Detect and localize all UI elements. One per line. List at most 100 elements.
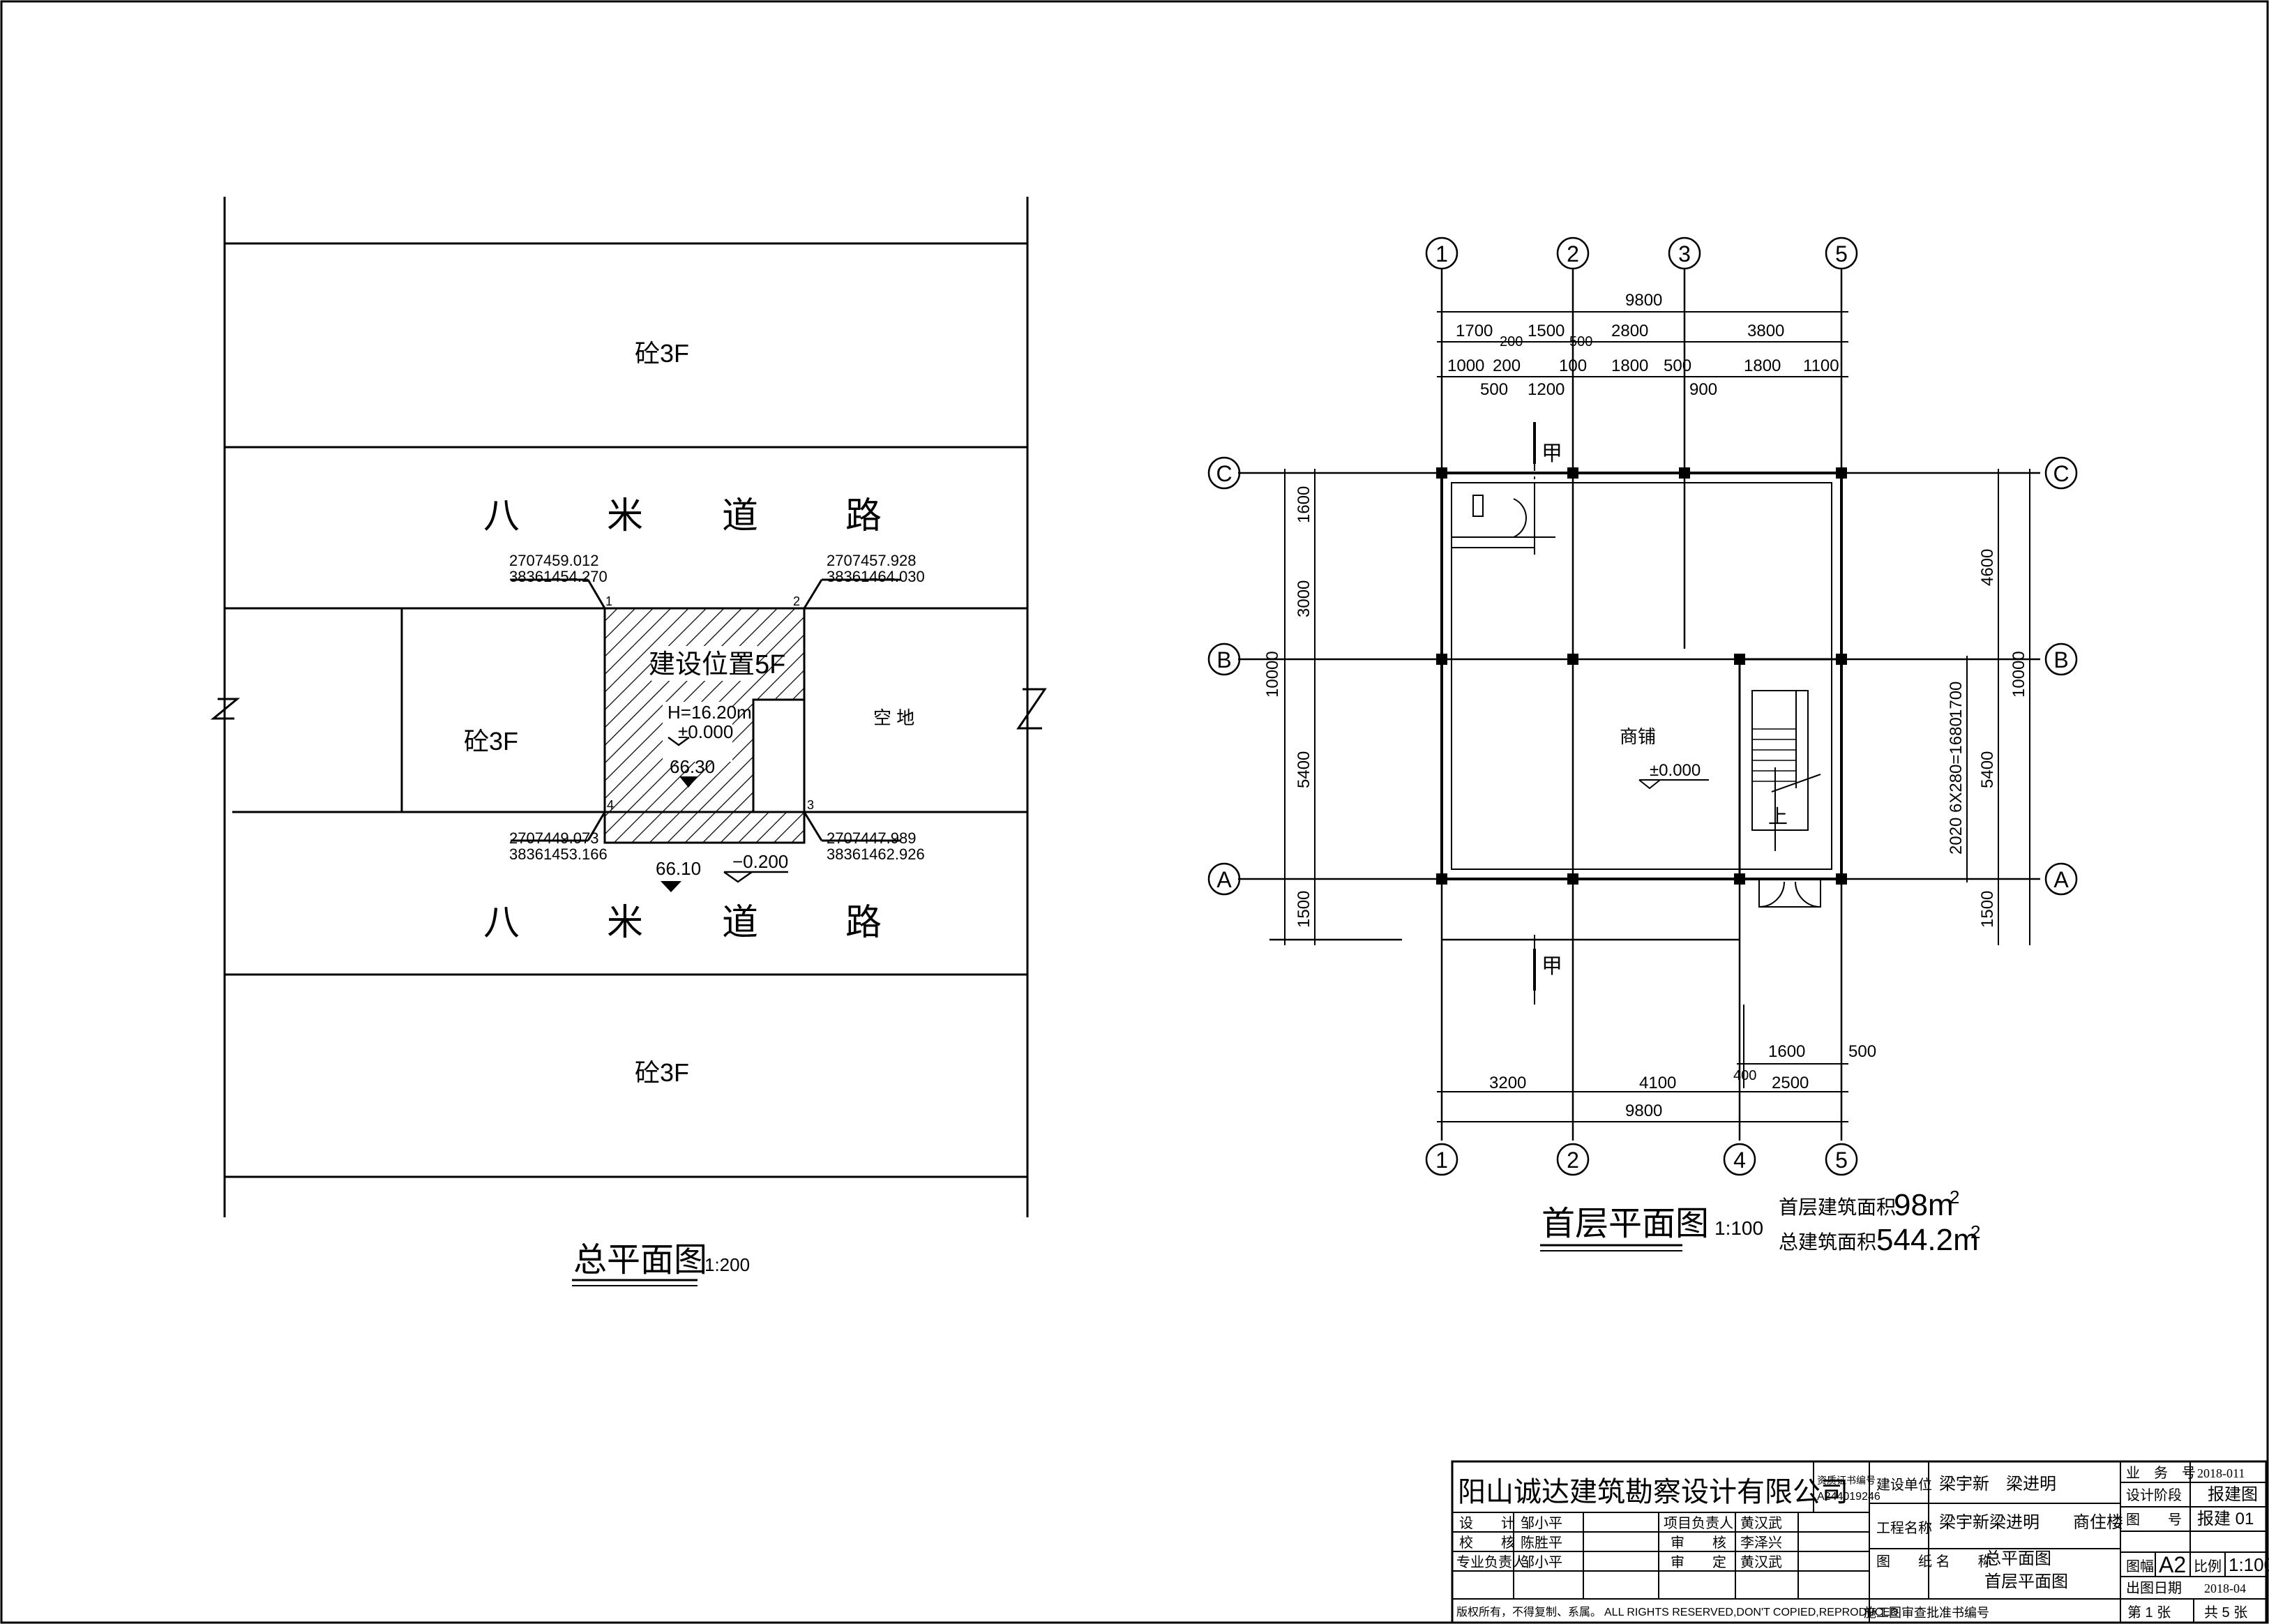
site-bottom-block: 砼3F xyxy=(635,1058,689,1087)
section-mark-top: 甲 xyxy=(1541,442,1562,465)
axis-right-b: B xyxy=(2053,647,2068,672)
biz-label: 业 务 号 xyxy=(2126,1465,2196,1481)
copyright-cn: 版权所有，不得复制、系属。 xyxy=(1456,1606,1601,1618)
site-height-label: H=16.20m xyxy=(668,702,752,723)
dim-bottom-3200: 3200 xyxy=(1489,1074,1526,1092)
site-left-block: 砼3F xyxy=(464,727,518,755)
floor-plan-scale: 1:100 xyxy=(1714,1217,1763,1239)
coord-4-b: 38361453.166 xyxy=(509,845,608,863)
site-plan: 砼3F 八 米 道 路 八 米 道 路 砼3F 砼3F 空 地 建设位置5F H… xyxy=(210,197,1047,1286)
axis-top-5: 5 xyxy=(1835,241,1848,266)
coord-4-n: 4 xyxy=(607,798,614,812)
dim-top-r2-5: 500 xyxy=(1664,356,1691,375)
dim-right-outer: 10000 xyxy=(2010,651,2028,698)
coord-4-a: 2707449.073 xyxy=(509,829,598,847)
stair-up-label: 上 xyxy=(1768,806,1788,827)
project-lead-label: 项目负责人 xyxy=(1664,1515,1733,1531)
dim-top-r1-4: 500 xyxy=(1569,334,1592,349)
road-upper-char-4: 路 xyxy=(845,496,882,536)
dim-top-r2-2: 200 xyxy=(1493,356,1521,375)
dim-top-r2-4: 1800 xyxy=(1611,356,1648,375)
dim-left-outer: 10000 xyxy=(1263,651,1282,698)
road-lower-char-3: 道 xyxy=(722,903,758,943)
area-2-value: 544.2m xyxy=(1876,1223,1979,1257)
design-name: 邹小平 xyxy=(1521,1515,1562,1531)
coord-2-a: 2707457.928 xyxy=(827,552,916,569)
dim-bottom-1600: 1600 xyxy=(1768,1042,1805,1061)
dim-left-5400: 5400 xyxy=(1295,751,1313,788)
size-value: A2 xyxy=(2159,1552,2186,1577)
client-label: 建设单位 xyxy=(1876,1477,1932,1493)
road-upper-char-2: 米 xyxy=(607,496,643,536)
dim-top-total: 9800 xyxy=(1625,291,1662,310)
coord-1-b: 38361454.270 xyxy=(509,568,608,585)
dim-bottom-400: 400 xyxy=(1733,1068,1756,1083)
dim-bottom-4100: 4100 xyxy=(1639,1074,1676,1092)
road-lower-char-2: 米 xyxy=(607,903,643,943)
axis-top-1: 1 xyxy=(1435,241,1448,266)
project-lead-name: 黄汉武 xyxy=(1740,1515,1782,1531)
company-name: 阳山诚达建筑勘察设计有限公司 xyxy=(1458,1477,1848,1508)
axis-bubbles-bottom: 1 2 4 5 xyxy=(1425,1143,1858,1176)
approve-label: 审 定 xyxy=(1671,1554,1726,1570)
coord-3-b: 38361462.926 xyxy=(827,845,925,863)
dim-right-4600: 4600 xyxy=(1978,549,1997,586)
drawing-name-2: 首层平面图 xyxy=(1984,1572,2068,1591)
dim-top-r1-3: 1500 xyxy=(1528,322,1565,340)
review-label: 审 核 xyxy=(1671,1535,1726,1551)
site-building-label: 建设位置5F xyxy=(649,650,785,679)
site-top-block: 砼3F xyxy=(635,339,689,368)
check-name: 陈胜平 xyxy=(1521,1535,1562,1551)
drawing-no-label: 图 号 xyxy=(2126,1512,2182,1528)
major-label: 专业负责人 xyxy=(1456,1554,1526,1570)
axis-left-b: B xyxy=(1216,647,1231,672)
dim-left-1600: 1600 xyxy=(1295,486,1313,523)
site-floor-level: ±0.000 xyxy=(678,721,733,742)
area-1-label: 首层建筑面积 xyxy=(1779,1196,1896,1218)
axis-right-a: A xyxy=(2053,867,2069,892)
dim-bottom-500: 500 xyxy=(1848,1042,1876,1061)
area-2-unit-sup: 2 xyxy=(1970,1221,1980,1242)
coord-2-n: 2 xyxy=(793,594,800,608)
dim-top-r2-3: 100 xyxy=(1559,356,1587,375)
stage-value: 报建图 xyxy=(2208,1485,2258,1504)
design-label: 设 计 xyxy=(1459,1515,1515,1531)
site-plan-title: 总平面图 xyxy=(573,1242,707,1279)
axis-top-2: 2 xyxy=(1567,241,1579,266)
drawing-no-value: 报建 01 xyxy=(2197,1510,2254,1528)
approve-name: 黄汉武 xyxy=(1740,1554,1782,1570)
dim-right-5400: 5400 xyxy=(1978,751,1997,788)
dim-stair-1700: 1700 xyxy=(1947,682,1966,719)
dim-stair-2020: 2020 xyxy=(1947,818,1966,855)
coord-2-b: 38361464.030 xyxy=(827,568,925,585)
floor-level: ±0.000 xyxy=(1650,761,1701,780)
dim-top-r1-2: 200 xyxy=(1500,334,1523,349)
title-block: 阳山诚达建筑勘察设计有限公司 资质证书编号 A244019246 设 计 邹小平… xyxy=(1451,1460,2269,1624)
date-label: 出图日期 xyxy=(2126,1580,2182,1596)
ratio-label: 比例 xyxy=(2194,1558,2222,1574)
dim-top-r1-5: 2800 xyxy=(1611,322,1648,340)
axis-right-c: C xyxy=(2053,461,2069,486)
dim-bottom-total: 9800 xyxy=(1625,1102,1662,1120)
coord-3-n: 3 xyxy=(807,798,814,812)
major-name: 邹小平 xyxy=(1521,1554,1562,1570)
dim-stair-treads: 6X280=1680 xyxy=(1947,717,1966,813)
site-plan-scale: 1:200 xyxy=(704,1254,750,1275)
stage-label: 设计阶段 xyxy=(2126,1487,2182,1503)
axis-left-a: A xyxy=(1216,867,1232,892)
road-lower-char-4: 路 xyxy=(845,903,882,943)
date-value: 2018-04 xyxy=(2204,1581,2246,1595)
road-upper-char-1: 八 xyxy=(483,496,520,536)
dim-top-r3-3: 900 xyxy=(1689,380,1717,399)
area-1-value: 98m xyxy=(1894,1188,1954,1222)
cert-label: 资质证书编号 xyxy=(1817,1475,1876,1486)
review-name: 李泽兴 xyxy=(1740,1535,1782,1551)
axis-left-c: C xyxy=(1216,461,1232,486)
road-lower-char-1: 八 xyxy=(483,903,520,943)
axis-bottom-5: 5 xyxy=(1835,1148,1848,1173)
area-2-label: 总建筑面积 xyxy=(1779,1231,1876,1253)
project-label: 工程名称 xyxy=(1876,1520,1932,1536)
floor-plan-title: 首层平面图 xyxy=(1541,1205,1709,1242)
project-name: 梁宇新梁进明 商住楼 xyxy=(1939,1513,2123,1532)
